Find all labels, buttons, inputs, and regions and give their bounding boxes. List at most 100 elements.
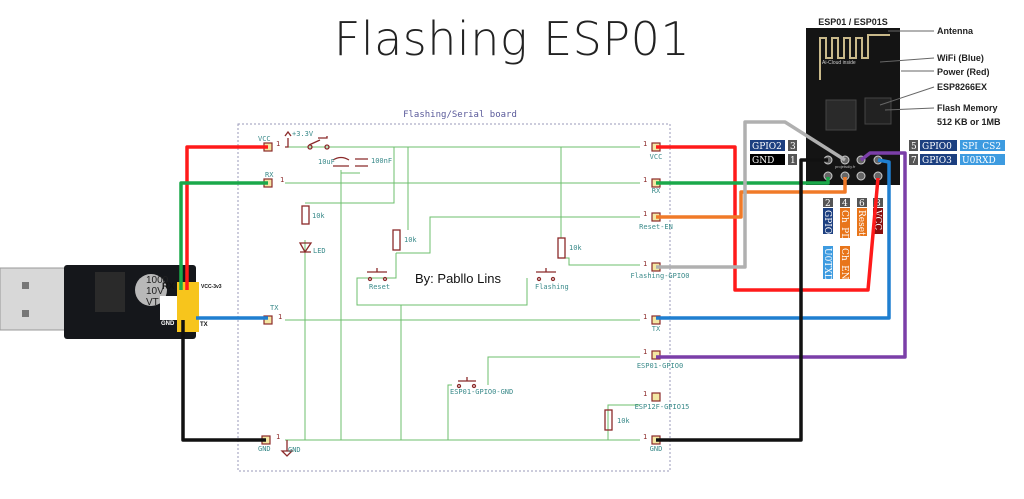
svg-text:Reset: Reset bbox=[856, 210, 866, 236]
power-switch bbox=[308, 136, 328, 146]
svg-text:GND: GND bbox=[258, 445, 271, 453]
annotation-chip: ESP8266EX bbox=[937, 82, 987, 92]
svg-text:GPIO0: GPIO0 bbox=[922, 142, 952, 152]
flashing-button bbox=[536, 268, 556, 273]
supply-symbol bbox=[284, 130, 292, 148]
cap2-label: 100nF bbox=[371, 157, 392, 165]
wire-rx-right bbox=[656, 177, 830, 185]
svg-text:1: 1 bbox=[278, 313, 282, 321]
svg-text:ESP01-GPIO0: ESP01-GPIO0 bbox=[637, 362, 683, 370]
svg-text:RX: RX bbox=[162, 281, 175, 291]
capacitor bbox=[135, 274, 167, 306]
svg-text:VT: VT bbox=[146, 297, 159, 308]
svg-text:1: 1 bbox=[276, 140, 280, 148]
svg-text:VCC-3v3: VCC-3v3 bbox=[201, 284, 222, 290]
gpio0-gnd-button bbox=[458, 377, 476, 382]
annotation-flash: Flash Memory bbox=[937, 103, 998, 113]
capacitors bbox=[332, 156, 368, 167]
annotation-antenna: Antenna bbox=[937, 26, 974, 36]
svg-text:7: 7 bbox=[911, 156, 917, 166]
board-frame bbox=[237, 123, 671, 472]
svg-text:ESP01 / ESP01S: ESP01 / ESP01S bbox=[818, 17, 888, 27]
resistor-gpio15 bbox=[604, 409, 613, 431]
svg-text:1000: 1000 bbox=[146, 275, 169, 286]
svg-text:3: 3 bbox=[790, 142, 796, 152]
svg-text:Flashing-GPIO0: Flashing-GPIO0 bbox=[630, 272, 689, 280]
svg-text:6: 6 bbox=[859, 199, 865, 209]
svg-text:2: 2 bbox=[825, 199, 831, 209]
wire-gpio0 bbox=[656, 151, 907, 359]
annotation-wifi-led: WiFi (Blue) bbox=[937, 53, 984, 63]
svg-text:TX: TX bbox=[200, 322, 208, 328]
reset-button bbox=[367, 268, 387, 273]
wire-rx-left bbox=[179, 181, 268, 290]
led-label: LED bbox=[313, 247, 326, 255]
wire-gnd-left bbox=[181, 320, 266, 442]
board-title: Flashing/Serial board bbox=[403, 110, 517, 120]
svg-text:ESP12F-GPIO15: ESP12F-GPIO15 bbox=[635, 403, 690, 411]
resistor-label: 10k bbox=[404, 236, 417, 244]
svg-text:GPIO2: GPIO2 bbox=[752, 142, 782, 152]
svg-text:VCC: VCC bbox=[650, 153, 663, 161]
svg-text:GND: GND bbox=[161, 321, 175, 327]
svg-text:U0TXD: U0TXD bbox=[822, 248, 832, 281]
svg-text:1: 1 bbox=[643, 260, 647, 268]
svg-text:1: 1 bbox=[643, 348, 647, 356]
reset-button-label: Reset bbox=[369, 283, 390, 291]
svg-text:U0RXD: U0RXD bbox=[962, 156, 996, 166]
svg-text:1: 1 bbox=[790, 156, 796, 166]
wire-vcc-left bbox=[185, 145, 268, 290]
svg-text:8: 8 bbox=[875, 199, 881, 209]
svg-text:GPIO1: GPIO1 bbox=[822, 210, 832, 240]
wire-reset bbox=[656, 177, 847, 219]
svg-text:GND: GND bbox=[650, 445, 663, 453]
schematic-components bbox=[280, 130, 613, 457]
annotation-flash-size: 512 KB or 1MB bbox=[937, 117, 1001, 127]
wire-gnd-right bbox=[656, 158, 828, 442]
svg-text:1: 1 bbox=[643, 210, 647, 218]
svg-text:GND: GND bbox=[752, 156, 774, 166]
resistor-label: 10k bbox=[312, 212, 325, 220]
svg-text:1: 1 bbox=[643, 433, 647, 441]
svg-text:1: 1 bbox=[280, 176, 284, 184]
svg-text:RX: RX bbox=[265, 171, 274, 179]
svg-text:Ch_EN: Ch_EN bbox=[839, 248, 849, 280]
wire-tx-right bbox=[656, 158, 891, 320]
wire-flashing-gpio0 bbox=[656, 120, 846, 269]
author-credit: By: Pabllo Lins bbox=[415, 271, 501, 286]
jumper-wires bbox=[179, 120, 907, 442]
svg-text:VCC: VCC bbox=[258, 135, 271, 143]
resistor-label: 10k bbox=[617, 417, 630, 425]
led-icon bbox=[298, 242, 313, 254]
svg-text:SPI_CS2: SPI_CS2 bbox=[962, 142, 1001, 152]
svg-text:1: 1 bbox=[643, 390, 647, 398]
supply-label: +3.3V bbox=[292, 130, 314, 138]
resistor-label: 10k bbox=[569, 244, 582, 252]
esp01-pin-labels: GPIO2 3 GND 1 5 GPIO0 SPI_CS2 7 GPIO3 U0… bbox=[750, 140, 1005, 281]
usb-serial-adapter: 1000 10V VT RX VCC-3v3 GND TX bbox=[0, 265, 222, 339]
svg-text:5: 5 bbox=[911, 142, 917, 152]
resistor-flashing bbox=[557, 237, 566, 259]
svg-text:projetsdiy.fr: projetsdiy.fr bbox=[835, 164, 856, 169]
annotation-power-led: Power (Red) bbox=[937, 67, 990, 77]
svg-text:VCC: VCC bbox=[872, 209, 882, 230]
gnd-symbol bbox=[280, 440, 294, 457]
svg-text:TX: TX bbox=[652, 325, 661, 333]
cap1-label: 10uF bbox=[318, 158, 335, 166]
svg-text:RX: RX bbox=[652, 187, 661, 195]
svg-text:1: 1 bbox=[643, 313, 647, 321]
svg-text:10V: 10V bbox=[146, 286, 164, 297]
page-title: Flashing ESP01 bbox=[333, 12, 691, 66]
resistor-reset bbox=[392, 229, 401, 251]
svg-text:Ai-Cloud inside: Ai-Cloud inside bbox=[822, 60, 856, 66]
svg-text:TX: TX bbox=[270, 304, 279, 312]
usb-plug bbox=[0, 267, 67, 331]
svg-text:GPIO3: GPIO3 bbox=[922, 156, 952, 166]
pin-header bbox=[177, 282, 199, 332]
wire-vcc-right bbox=[656, 145, 880, 292]
svg-text:1: 1 bbox=[276, 433, 280, 441]
gpio0-gnd-button-label: ESP01-GPIO0-GND bbox=[450, 388, 513, 396]
schematic-wires bbox=[285, 146, 640, 441]
